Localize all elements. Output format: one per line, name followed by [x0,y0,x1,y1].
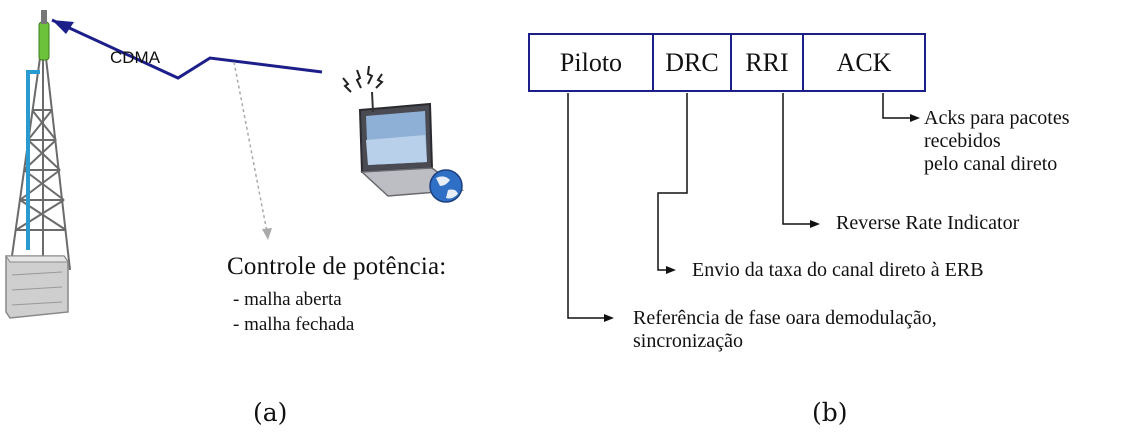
frame-structure: Piloto DRC RRI ACK [528,33,926,92]
frame-field-drc: DRC [654,35,732,90]
piloto-connector [567,93,606,319]
caption-a: (a) [253,398,288,427]
laptop-icon [358,91,465,197]
cdma-label: CDMA [110,48,161,67]
frame-field-rri: RRI [732,35,804,90]
antenna-icon [38,21,50,61]
rri-description: Reverse Rate Indicator [836,212,1020,234]
drc-connector [657,93,688,271]
rri-connector [782,93,812,225]
cdma-link-arrowhead [52,20,74,34]
piloto-description: Referência de fase oara demodulação, sin… [633,307,937,353]
ack-description-line: pelo canal direto [924,153,1058,175]
globe-icon [429,169,463,203]
caption-b: (b) [812,398,848,427]
ack-description: Acks para pacotes recebidos pelo canal d… [924,107,1070,176]
frame-field-piloto: Piloto [530,35,654,90]
power-control-pointer [233,61,268,233]
tower-cable [26,70,40,250]
cdma-link-line [51,18,323,80]
ack-connector [882,93,912,119]
tower-icon [9,57,71,272]
frame-field-ack: ACK [836,47,892,77]
signal-icon [342,65,384,93]
piloto-description-line: sincronização [633,330,743,352]
ack-description-line: recebidos [924,130,1001,152]
power-control-item-closed: - malha fechada [233,314,355,335]
drc-description: Envio da taxa do canal direto à ERB [692,259,984,281]
power-control-title: Controle de potência: [227,253,447,280]
ack-description-line: Acks para pacotes [924,107,1070,129]
power-control-item-open: - malha aberta [233,289,342,310]
piloto-description-line: Referência de fase oara demodulação, [633,307,937,329]
cabinet-icon [5,255,69,319]
